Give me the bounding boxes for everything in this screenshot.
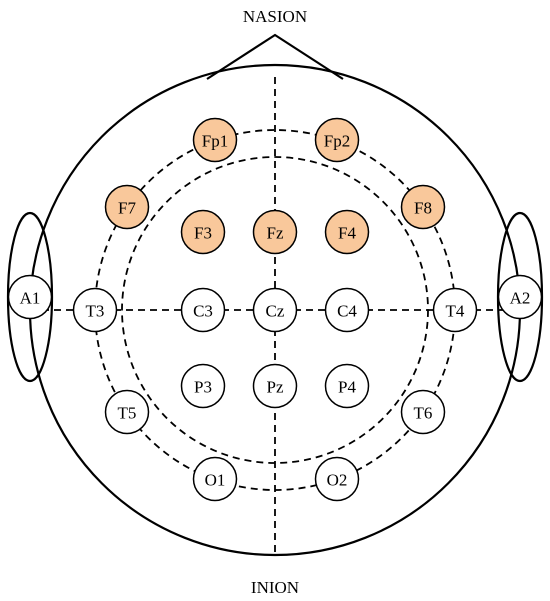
electrode-label-fp2: Fp2 (324, 132, 350, 151)
electrode-label-c4: C4 (337, 302, 357, 321)
electrode-label-p3: P3 (194, 378, 212, 397)
electrode-a1: A1 (7, 274, 53, 320)
electrode-circle-c3 (180, 287, 226, 333)
electrode-label-a1: A1 (20, 289, 41, 308)
electrode-label-t6: T6 (414, 404, 433, 423)
electrode-label-p4: P4 (338, 378, 356, 397)
electrode-label-f8: F8 (414, 199, 432, 218)
electrode-f3: F3 (180, 209, 226, 255)
electrode-p3: P3 (180, 363, 226, 409)
electrode-p4: P4 (324, 363, 370, 409)
electrode-circle-pz (252, 363, 298, 409)
electrode-circle-o1 (192, 456, 238, 502)
electrode-circle-o2 (314, 456, 360, 502)
nasion-label: NASION (243, 7, 307, 26)
electrode-circle-p3 (180, 363, 226, 409)
electrode-circle-fp2 (314, 117, 360, 163)
electrode-t4: T4 (432, 287, 478, 333)
electrode-f8: F8 (400, 184, 446, 230)
electrode-circle-fz (252, 209, 298, 255)
electrode-label-a2: A2 (510, 289, 531, 308)
electrode-circle-a1 (7, 274, 53, 320)
electrode-o2: O2 (314, 456, 360, 502)
electrode-f7: F7 (104, 184, 150, 230)
electrode-t3: T3 (72, 287, 118, 333)
electrode-circle-a2 (497, 274, 543, 320)
electrode-label-pz: Pz (267, 378, 284, 397)
electrode-circle-t5 (104, 389, 150, 435)
electrode-circle-f4 (324, 209, 370, 255)
electrode-label-t4: T4 (446, 302, 465, 321)
electrode-label-f3: F3 (194, 224, 212, 243)
electrode-o1: O1 (192, 456, 238, 502)
electrode-label-fp1: Fp1 (202, 132, 228, 151)
electrode-label-t5: T5 (118, 404, 137, 423)
electrode-circle-p4 (324, 363, 370, 409)
electrode-circle-c4 (324, 287, 370, 333)
electrode-label-c3: C3 (193, 302, 213, 321)
electrode-label-fz: Fz (267, 224, 284, 243)
electrode-circle-cz (252, 287, 298, 333)
electrode-fp2: Fp2 (314, 117, 360, 163)
electrode-pz: Pz (252, 363, 298, 409)
electrode-a2: A2 (497, 274, 543, 320)
electrode-fp1: Fp1 (192, 117, 238, 163)
electrode-label-o2: O2 (327, 471, 348, 490)
electrode-label-cz: Cz (266, 302, 285, 321)
electrode-label-f4: F4 (338, 224, 356, 243)
electrode-t5: T5 (104, 389, 150, 435)
electrode-c4: C4 (324, 287, 370, 333)
electrode-t6: T6 (400, 389, 446, 435)
electrode-label-o1: O1 (205, 471, 226, 490)
electrode-f4: F4 (324, 209, 370, 255)
electrode-label-t3: T3 (86, 302, 105, 321)
inion-label: INION (251, 578, 299, 597)
nose (206, 33, 344, 80)
electrode-circle-fp1 (192, 117, 238, 163)
electrode-c3: C3 (180, 287, 226, 333)
electrode-circle-t3 (72, 287, 118, 333)
electrode-label-f7: F7 (118, 199, 136, 218)
electrode-circle-f8 (400, 184, 446, 230)
electrode-fz: Fz (252, 209, 298, 255)
electrode-circle-f7 (104, 184, 150, 230)
electrode-circle-t4 (432, 287, 478, 333)
electrode-circle-f3 (180, 209, 226, 255)
electrode-circle-t6 (400, 389, 446, 435)
electrode-cz: Cz (252, 287, 298, 333)
